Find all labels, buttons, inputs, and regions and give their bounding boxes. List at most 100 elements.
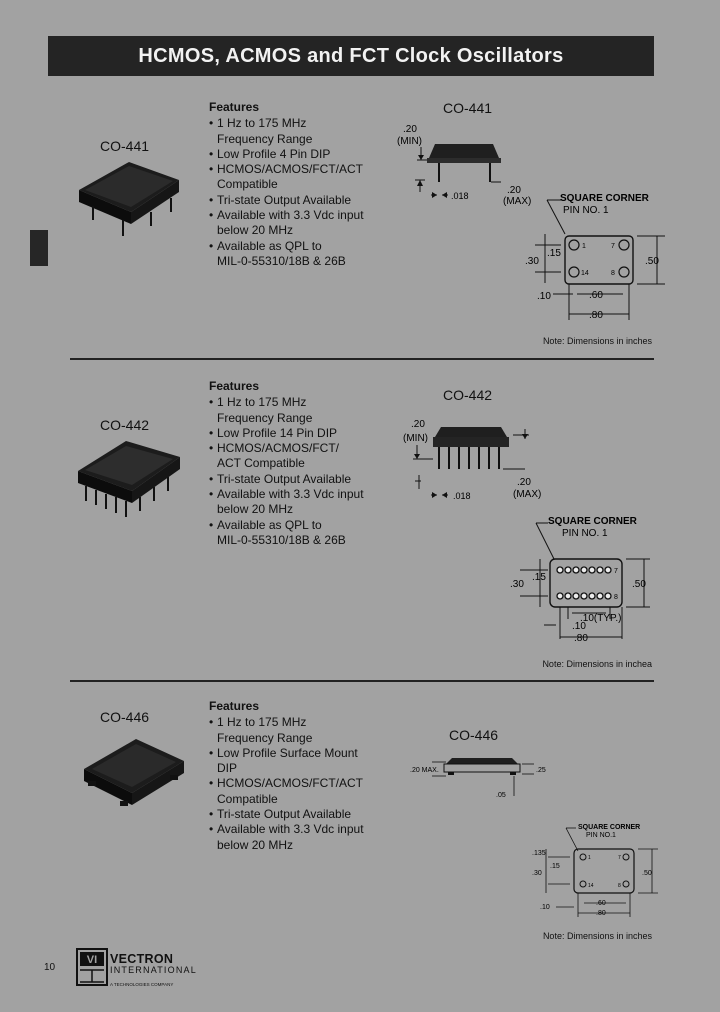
page-title: HCMOS, ACMOS and FCT Clock Oscillators <box>48 36 654 76</box>
section-divider <box>70 680 654 682</box>
svg-text:7: 7 <box>618 855 621 861</box>
svg-text:.80: .80 <box>596 910 606 917</box>
svg-text:14: 14 <box>588 883 594 889</box>
svg-text:.60: .60 <box>589 290 603 301</box>
svg-text:14: 14 <box>581 270 589 277</box>
drawing-title: CO-442 <box>443 387 493 403</box>
product-section-co446: CO-446 Features 1 Hz to 175 MHzFrequency… <box>70 695 660 945</box>
svg-text:.80: .80 <box>574 633 588 644</box>
svg-text:.50: .50 <box>632 579 646 590</box>
feature-item: HCMOS/ACMOS/FCT/ACT Compatible <box>209 441 364 472</box>
svg-text:SQUARE CORNER: SQUARE CORNER <box>578 824 640 831</box>
svg-text:.15: .15 <box>532 572 546 583</box>
features-heading: Features <box>209 379 260 393</box>
dimensions-note: Note: Dimensions in inches <box>542 336 652 346</box>
svg-text:.20 MAX.: .20 MAX. <box>410 767 439 774</box>
drawing-title: CO-441 <box>443 100 493 116</box>
co446-side-view-drawing: .20 MAX. .25 .05 <box>410 758 546 799</box>
vectron-logo-mark: VI <box>76 948 108 986</box>
co446-product-photo <box>84 739 184 806</box>
svg-text:(MAX): (MAX) <box>513 489 541 500</box>
svg-text:(MIN): (MIN) <box>403 433 428 444</box>
svg-text:.20: .20 <box>517 477 531 488</box>
svg-text:PIN NO. 1: PIN NO. 1 <box>563 205 609 216</box>
svg-text:7: 7 <box>611 243 615 250</box>
svg-text:VI: VI <box>87 954 97 966</box>
product-section-co442: CO-442 Features 1 Hz to 175 MHzFrequency… <box>70 375 660 677</box>
feature-item: Tri-state Output Available <box>209 472 364 488</box>
feature-item: Low Profile 14 Pin DIP <box>209 426 364 442</box>
svg-text:.30: .30 <box>532 870 542 877</box>
svg-text:(MIN): (MIN) <box>397 136 422 147</box>
logo-subtitle: INTERNATIONAL <box>110 965 197 975</box>
svg-text:.25: .25 <box>536 767 546 774</box>
svg-text:.15: .15 <box>547 248 561 259</box>
svg-text:8: 8 <box>611 270 615 277</box>
page-number: 10 <box>44 962 56 973</box>
co446-footprint-drawing: SQUARE CORNER PIN NO.1 1 7 14 8 .50 .135… <box>532 824 658 917</box>
svg-text:.50: .50 <box>645 256 659 267</box>
svg-text:.20: .20 <box>403 124 417 135</box>
feature-item: Tri-state Output Available <box>209 193 364 209</box>
svg-text:.30: .30 <box>525 256 539 267</box>
section-divider <box>70 358 654 360</box>
svg-text:.10(TYP.): .10(TYP.) <box>580 613 622 624</box>
svg-text:.60: .60 <box>596 900 606 907</box>
logo-tagline: A TECHNOLOGIES COMPANY <box>110 982 174 987</box>
svg-text:.018: .018 <box>453 491 471 501</box>
svg-text:7: 7 <box>614 568 618 575</box>
svg-text:.30: .30 <box>510 579 524 590</box>
dimensions-note: Note: Dimensions in inchea <box>542 659 652 669</box>
svg-text:SQUARE CORNER: SQUARE CORNER <box>560 193 650 204</box>
model-label: CO-442 <box>100 417 150 433</box>
svg-text:1: 1 <box>582 243 586 250</box>
svg-text:SQUARE CORNER: SQUARE CORNER <box>548 516 638 527</box>
svg-text:.15: .15 <box>550 863 560 870</box>
drawing-title: CO-446 <box>449 727 499 743</box>
co441-side-view-drawing: .20 (MIN) .018 .20 (MAX) <box>397 124 531 207</box>
svg-text:.05: .05 <box>496 792 506 799</box>
model-label: CO-446 <box>100 709 150 725</box>
logo-name: VECTRON <box>110 952 174 966</box>
features-heading: Features <box>209 699 260 713</box>
co442-side-view-drawing: .20 (MIN) .018 .20 (MAX) <box>403 419 541 501</box>
co442-footprint-drawing: SQUARE CORNER PIN NO. 1 .50 7 8 .30 .15 … <box>510 516 650 644</box>
svg-text:.135: .135 <box>532 850 546 857</box>
svg-text:8: 8 <box>618 883 621 889</box>
model-label: CO-441 <box>100 138 150 154</box>
co442-product-photo <box>78 441 180 517</box>
co441-footprint-drawing: SQUARE CORNER PIN NO. 1 .50 1 7 14 8 .30… <box>525 193 665 321</box>
features-heading: Features <box>209 100 260 114</box>
svg-text:.80: .80 <box>589 310 603 321</box>
svg-text:8: 8 <box>614 594 618 601</box>
product-section-co441: CO-441 Features 1 Hz to 175 MHzFrequency… <box>70 96 665 358</box>
vectron-logo: VI VECTRON INTERNATIONAL A TECHNOLOGIES … <box>76 948 196 991</box>
svg-text:(MAX): (MAX) <box>503 196 531 207</box>
svg-text:.20: .20 <box>507 185 521 196</box>
co441-product-photo <box>79 162 179 236</box>
svg-text:.018: .018 <box>451 191 469 201</box>
feature-item: Low Profile 4 Pin DIP <box>209 147 364 163</box>
feature-item: Tri-state Output Available <box>209 807 364 823</box>
svg-text:.10: .10 <box>540 904 550 911</box>
svg-text:.50: .50 <box>642 870 652 877</box>
dimensions-note: Note: Dimensions in inches <box>542 931 652 941</box>
svg-text:PIN NO. 1: PIN NO. 1 <box>562 528 608 539</box>
svg-text:.10: .10 <box>572 621 586 632</box>
svg-text:.10: .10 <box>537 291 551 302</box>
svg-text:1: 1 <box>588 855 591 861</box>
